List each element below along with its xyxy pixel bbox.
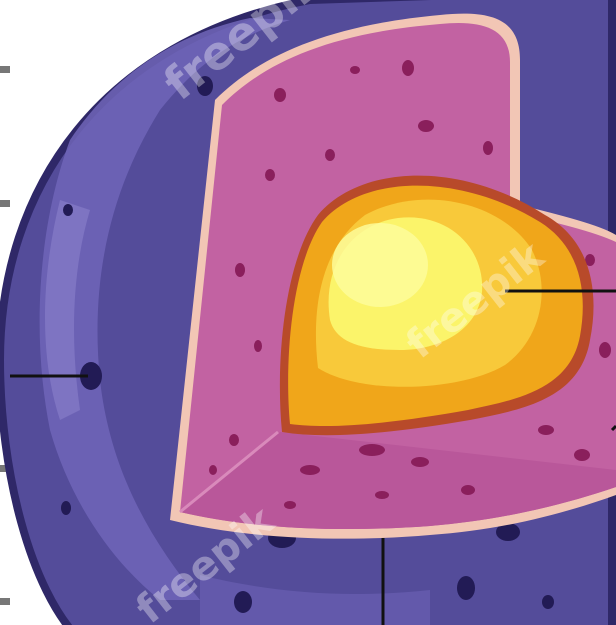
cell-cross-section-diagram: freepik freepik freepik <box>0 0 616 625</box>
diagram-canvas: freepik freepik freepik <box>0 0 616 625</box>
